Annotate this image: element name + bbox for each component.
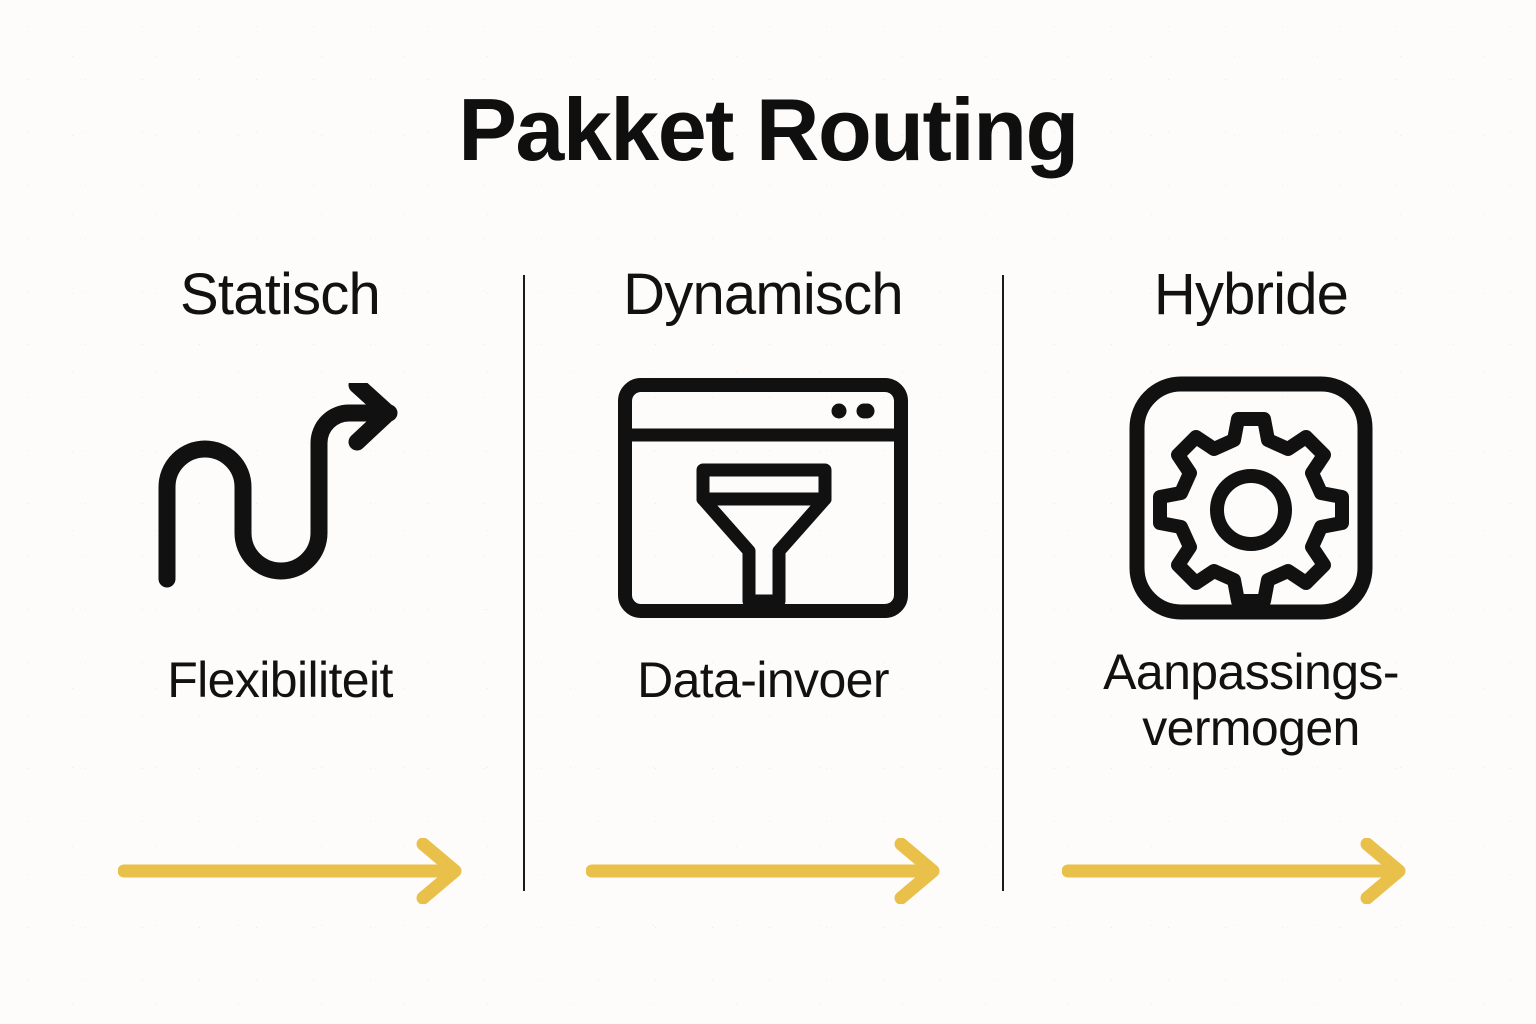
icon-slot-dynamic: [527, 358, 999, 638]
column-caption-dynamic: Data-invoer: [527, 652, 999, 708]
winding-arrow-icon: [158, 382, 398, 588]
gear-in-square-icon: [1129, 376, 1373, 620]
column-divider-1: [523, 275, 525, 891]
column-static: Statisch Flexibiliteit: [40, 262, 520, 825]
caption-line: Flexibiliteit: [167, 651, 393, 708]
column-hybrid: Hybride Aanpassings- vermogen: [1006, 262, 1496, 825]
caption-line: Aanpassings-: [1103, 643, 1399, 700]
flow-arrow-static: [118, 838, 470, 904]
icon-slot-static: [40, 358, 520, 638]
flow-arrow-hybrid: [1062, 838, 1414, 904]
caption-line: Data-invoer: [637, 651, 889, 708]
column-caption-hybrid: Aanpassings- vermogen: [1006, 644, 1496, 756]
column-caption-static: Flexibiliteit: [40, 652, 520, 708]
column-header-dynamic: Dynamisch: [623, 262, 903, 327]
browser-funnel-icon: [618, 377, 908, 618]
icon-slot-hybrid: [1006, 358, 1496, 638]
flow-arrow-dynamic: [586, 838, 948, 904]
column-dynamic: Dynamisch Data-invoer: [527, 262, 999, 825]
column-divider-2: [1002, 275, 1004, 891]
caption-line: vermogen: [1142, 699, 1360, 756]
column-header-static: Statisch: [180, 262, 381, 327]
column-header-hybrid: Hybride: [1153, 262, 1349, 327]
page-title: Pakket Routing: [458, 80, 1079, 179]
